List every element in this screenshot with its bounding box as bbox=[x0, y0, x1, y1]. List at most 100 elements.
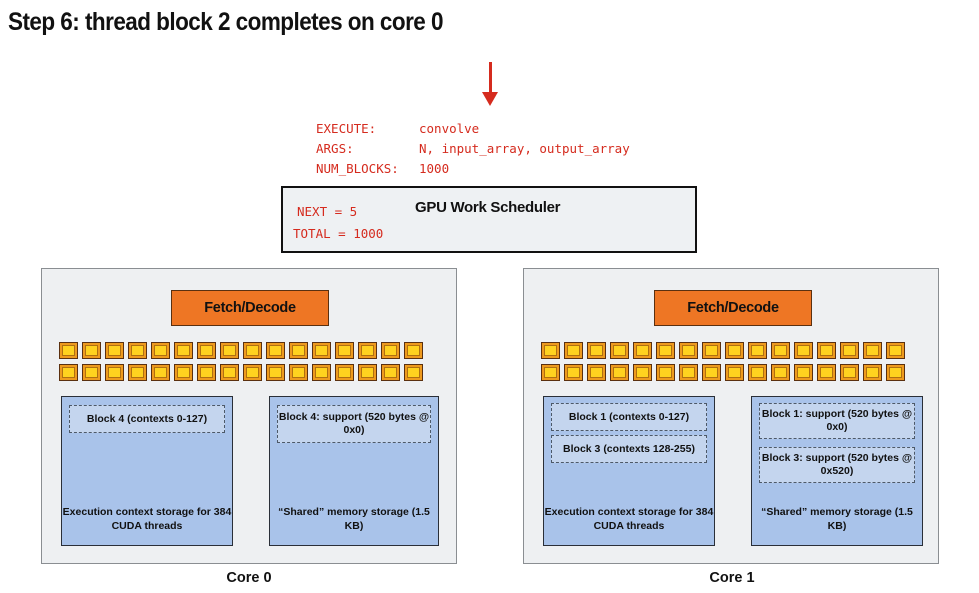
scheduler-total-counter: TOTAL = 1000 bbox=[293, 226, 384, 241]
context-slot-block-4: Block 4 (contexts 0-127) bbox=[69, 405, 225, 433]
alu-unit-icon bbox=[59, 364, 78, 381]
alu-unit-icon bbox=[840, 364, 859, 381]
alu-unit-icon bbox=[197, 342, 216, 359]
alu-row bbox=[59, 342, 423, 359]
alu-unit-icon bbox=[587, 364, 606, 381]
alu-unit-icon bbox=[220, 364, 239, 381]
alu-unit-icon bbox=[105, 364, 124, 381]
shared-slot-block-1: Block 1: support (520 bytes @ 0x0) bbox=[759, 403, 915, 439]
alu-unit-icon bbox=[266, 342, 285, 359]
scheduler-next-counter: NEXT = 5 bbox=[297, 204, 358, 219]
alu-unit-icon bbox=[817, 342, 836, 359]
context-slot-block-1: Block 1 (contexts 0-127) bbox=[551, 403, 707, 431]
alu-unit-icon bbox=[656, 342, 675, 359]
fetch-decode-unit: Fetch/Decode bbox=[171, 290, 329, 326]
alu-row bbox=[541, 364, 905, 381]
alu-unit-icon bbox=[564, 364, 583, 381]
alu-unit-icon bbox=[702, 342, 721, 359]
command-row-execute: EXECUTE: convolve bbox=[316, 119, 630, 139]
alu-unit-icon bbox=[771, 342, 790, 359]
command-row-num-blocks: NUM_BLOCKS: 1000 bbox=[316, 159, 630, 179]
alu-unit-icon bbox=[312, 342, 331, 359]
alu-unit-icon bbox=[128, 342, 147, 359]
alu-unit-icon bbox=[541, 364, 560, 381]
alu-unit-icon bbox=[817, 364, 836, 381]
fetch-decode-unit: Fetch/Decode bbox=[654, 290, 812, 326]
alu-unit-icon bbox=[358, 364, 377, 381]
core-0: Fetch/Decode Block 4 (contexts 0-127) Ex… bbox=[41, 268, 457, 564]
alu-row bbox=[59, 364, 423, 381]
alu-unit-icon bbox=[128, 364, 147, 381]
shared-slot-block-4: Block 4: support (520 bytes @ 0x0) bbox=[277, 405, 431, 443]
core-0-label: Core 0 bbox=[226, 570, 272, 586]
execution-context-description: Execution context storage for 384 CUDA t… bbox=[62, 506, 232, 532]
shared-memory-description: “Shared” memory storage (1.5 KB) bbox=[761, 506, 913, 532]
alu-unit-icon bbox=[335, 342, 354, 359]
alu-unit-icon bbox=[725, 364, 744, 381]
command-key: NUM_BLOCKS: bbox=[316, 161, 399, 176]
alu-unit-icon bbox=[404, 364, 423, 381]
alu-unit-icon bbox=[794, 342, 813, 359]
core-1: Fetch/Decode Block 1 (contexts 0-127) Bl… bbox=[523, 268, 939, 564]
alu-unit-icon bbox=[564, 342, 583, 359]
command-key: EXECUTE: bbox=[316, 121, 377, 136]
alu-unit-icon bbox=[725, 342, 744, 359]
command-row-args: ARGS: N, input_array, output_array bbox=[316, 139, 630, 159]
alu-unit-icon bbox=[335, 364, 354, 381]
context-slot-block-3: Block 3 (contexts 128-255) bbox=[551, 435, 707, 463]
alu-unit-icon bbox=[174, 364, 193, 381]
alu-unit-icon bbox=[197, 364, 216, 381]
execution-context-storage: Block 4 (contexts 0-127) Execution conte… bbox=[61, 396, 233, 546]
alu-unit-icon bbox=[174, 342, 193, 359]
shared-memory-storage: Block 1: support (520 bytes @ 0x0) Block… bbox=[751, 396, 923, 546]
execution-context-description: Execution context storage for 384 CUDA t… bbox=[544, 506, 714, 532]
alu-unit-icon bbox=[289, 342, 308, 359]
scheduler-name: GPU Work Scheduler bbox=[415, 199, 561, 216]
shared-memory-storage: Block 4: support (520 bytes @ 0x0) “Shar… bbox=[269, 396, 439, 546]
alu-unit-icon bbox=[381, 364, 400, 381]
alu-array bbox=[59, 342, 423, 386]
shared-slot-block-3: Block 3: support (520 bytes @ 0x520) bbox=[759, 447, 915, 483]
alu-unit-icon bbox=[633, 364, 652, 381]
alu-unit-icon bbox=[381, 342, 400, 359]
alu-unit-icon bbox=[679, 342, 698, 359]
alu-unit-icon bbox=[266, 364, 285, 381]
alu-unit-icon bbox=[748, 364, 767, 381]
alu-unit-icon bbox=[610, 364, 629, 381]
alu-unit-icon bbox=[587, 342, 606, 359]
kernel-launch-command: EXECUTE: convolve ARGS: N, input_array, … bbox=[316, 119, 630, 179]
alu-unit-icon bbox=[863, 342, 882, 359]
alu-unit-icon bbox=[105, 342, 124, 359]
alu-unit-icon bbox=[82, 342, 101, 359]
alu-unit-icon bbox=[656, 364, 675, 381]
alu-unit-icon bbox=[610, 342, 629, 359]
gpu-work-scheduler: NEXT = 5 TOTAL = 1000 GPU Work Scheduler bbox=[281, 186, 697, 253]
alu-unit-icon bbox=[358, 342, 377, 359]
alu-unit-icon bbox=[289, 364, 308, 381]
alu-unit-icon bbox=[840, 342, 859, 359]
alu-unit-icon bbox=[702, 364, 721, 381]
alu-unit-icon bbox=[541, 342, 560, 359]
shared-memory-description: “Shared” memory storage (1.5 KB) bbox=[278, 506, 430, 532]
alu-unit-icon bbox=[633, 342, 652, 359]
command-value: 1000 bbox=[419, 161, 450, 176]
alu-row bbox=[541, 342, 905, 359]
alu-unit-icon bbox=[312, 364, 331, 381]
alu-unit-icon bbox=[863, 364, 882, 381]
command-value: convolve bbox=[419, 121, 480, 136]
alu-unit-icon bbox=[151, 342, 170, 359]
alu-unit-icon bbox=[748, 342, 767, 359]
alu-unit-icon bbox=[220, 342, 239, 359]
alu-array bbox=[541, 342, 905, 386]
alu-unit-icon bbox=[679, 364, 698, 381]
alu-unit-icon bbox=[151, 364, 170, 381]
alu-unit-icon bbox=[886, 342, 905, 359]
execution-context-storage: Block 1 (contexts 0-127) Block 3 (contex… bbox=[543, 396, 715, 546]
command-key: ARGS: bbox=[316, 141, 354, 156]
alu-unit-icon bbox=[82, 364, 101, 381]
command-value: N, input_array, output_array bbox=[419, 141, 630, 156]
alu-unit-icon bbox=[59, 342, 78, 359]
core-1-label: Core 1 bbox=[709, 570, 755, 586]
alu-unit-icon bbox=[886, 364, 905, 381]
slide-title: Step 6: thread block 2 completes on core… bbox=[8, 8, 444, 36]
